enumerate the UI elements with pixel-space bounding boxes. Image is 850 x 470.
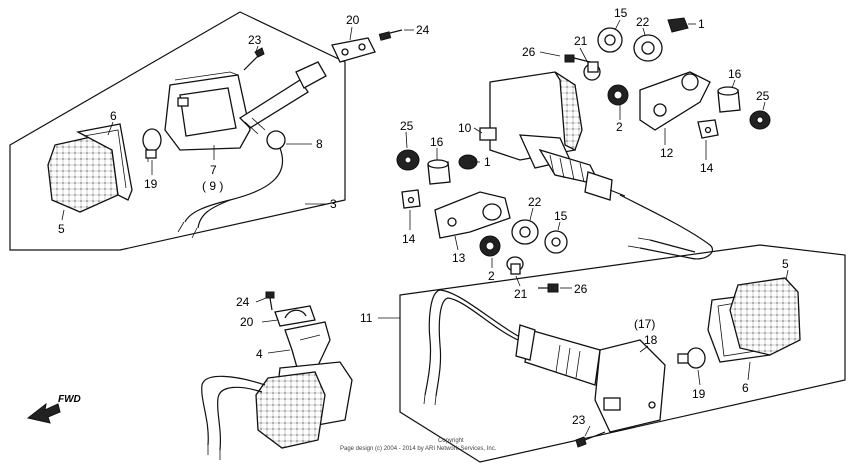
callout-17: (17) [634, 317, 655, 331]
callout-24-low: 24 [236, 295, 250, 309]
callout-2-mid: 2 [488, 269, 495, 283]
screw-23-low [575, 431, 606, 448]
callout-12: 12 [660, 146, 674, 160]
callout-18: 18 [644, 333, 658, 347]
callout-15-mid: 15 [554, 209, 568, 223]
callout-21-top: 21 [574, 34, 588, 48]
bulb-left [142, 128, 162, 162]
grommet-15-mid [544, 230, 568, 254]
clamp-20-low [274, 305, 316, 327]
callout-26-mid: 26 [574, 282, 588, 296]
callout-20-low: 20 [240, 315, 254, 329]
signal-rear-left [255, 361, 353, 449]
fwd-label: FWD [58, 394, 81, 405]
stay-13 [434, 191, 511, 239]
assembly-box-left [9, 11, 346, 251]
bushing-2-top [607, 84, 629, 106]
callout-10: 10 [458, 121, 472, 135]
bulb-right [677, 347, 706, 369]
nut-25-right [749, 110, 771, 130]
housing-left [164, 71, 251, 151]
stay-12 [639, 71, 711, 131]
callout-5-left: 5 [58, 222, 65, 236]
signal-rear-right [515, 324, 666, 433]
washer-22-top [633, 34, 663, 62]
callout-23-top: 23 [248, 33, 262, 47]
callout-6-left: 6 [110, 109, 117, 123]
callout-6-right: 6 [742, 381, 749, 395]
wire-front-right [619, 194, 713, 260]
callout-25-mid: 25 [400, 119, 414, 133]
bolt-24-low [265, 291, 275, 311]
collar-21-mid [506, 256, 524, 275]
nut-1-top [667, 17, 689, 33]
fwd-arrow: FWD [26, 394, 81, 424]
callout-24-top: 24 [416, 23, 430, 37]
callout-11: 11 [360, 311, 373, 325]
wire-rear-left [201, 375, 266, 446]
callout-16-mid: 16 [430, 135, 444, 149]
nut-25-mid [396, 149, 420, 171]
callout-1-top: 1 [698, 17, 705, 31]
callout-15-top: 15 [614, 6, 628, 20]
callout-20-top: 20 [346, 13, 360, 27]
callout-8: 8 [316, 137, 323, 151]
callout-23-low: 23 [572, 413, 586, 427]
callout-16-right: 16 [728, 67, 742, 81]
callout-4: 4 [256, 347, 263, 361]
washer-22-mid [511, 219, 539, 245]
callout-13: 13 [452, 251, 466, 265]
callout-1-mid: 1 [484, 155, 491, 169]
grommet-15-top [597, 27, 623, 53]
bolt-26-mid [538, 283, 559, 293]
callout-labels: 20 24 23 6 19 5 7 ( 9 ) 8 3 15 22 1 26 2… [58, 6, 789, 427]
copyright-line2: Page design (c) 2004 - 2014 by ARI Netwo… [340, 446, 497, 452]
callout-14-right: 14 [700, 161, 714, 175]
callout-21-mid: 21 [514, 287, 528, 301]
wire-rear-right [424, 289, 519, 396]
plate-14-mid [401, 189, 421, 209]
copyright-line1: Copyright [438, 438, 464, 444]
collar-16-right [717, 86, 741, 113]
signal-front-right [479, 71, 626, 201]
screw-24-top [378, 29, 403, 41]
callout-14-mid: 14 [402, 232, 416, 246]
plate-14-right [697, 119, 719, 139]
callout-22-mid: 22 [528, 195, 542, 209]
wire-left [184, 147, 284, 223]
callout-3: 3 [330, 197, 337, 211]
leader-lines [61, 19, 789, 437]
lens-right [729, 277, 801, 356]
callout-2-top: 2 [616, 120, 623, 134]
callout-19-left: 19 [144, 177, 158, 191]
callout-5-right: 5 [782, 257, 789, 271]
collar-16-mid [427, 159, 451, 185]
assembly-box-right [399, 244, 846, 463]
callout-26-top: 26 [522, 45, 536, 59]
screw-23-top [243, 47, 265, 71]
stem-left [238, 61, 327, 150]
collar-21-top [583, 61, 601, 81]
callout-25-right: 25 [756, 89, 770, 103]
bracket-top [331, 37, 376, 63]
callout-22-top: 22 [636, 15, 650, 29]
gasket-left [76, 123, 133, 201]
bolt-26-top [564, 54, 591, 63]
callout-7: 7 [210, 163, 217, 177]
callout-19-right: 19 [692, 387, 706, 401]
callout-9: ( 9 ) [202, 179, 223, 193]
bushing-2-mid [479, 235, 501, 257]
